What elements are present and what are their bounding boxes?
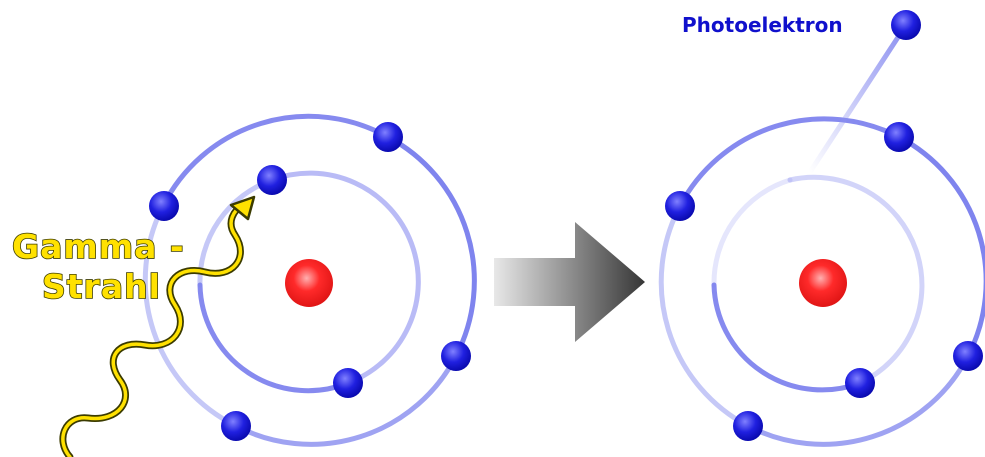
nucleus [285,259,333,307]
electron [665,191,695,221]
electron [257,165,287,195]
gamma-ray-arrowhead [229,195,256,221]
gamma-ray [59,195,256,457]
electron [221,411,251,441]
electron [441,341,471,371]
electron [149,191,179,221]
electron [884,122,914,152]
photoelectron-label: Photoelektron [682,13,843,37]
outer-orbit [658,116,985,447]
gamma-ray-label-line1: Gamma - [12,227,185,266]
photoelectron [891,10,921,40]
transition-arrow [494,222,645,342]
electron [953,341,983,371]
electron [733,411,763,441]
electron [845,368,875,398]
photoelectron-trail [807,22,909,175]
inner-orbit [711,174,925,393]
outer-orbit [142,113,477,447]
nucleus [799,259,847,307]
atom-before [142,113,477,447]
electron [373,122,403,152]
atom-after [658,10,985,447]
gamma-ray-wave [61,203,245,457]
electron [333,368,363,398]
gamma-ray-label-line2: Strahl [42,267,161,306]
